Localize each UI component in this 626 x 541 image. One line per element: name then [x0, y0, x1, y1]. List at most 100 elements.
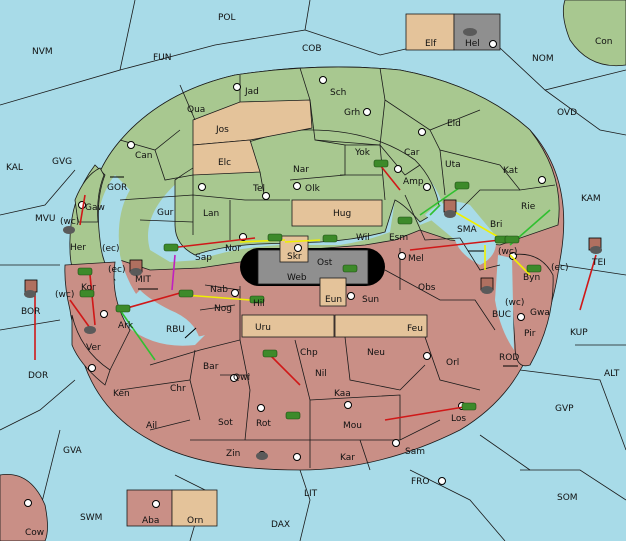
- label-nar: Nar: [293, 165, 309, 175]
- label-ken: Ken: [113, 389, 130, 399]
- label-coast-ec2: (ec): [108, 265, 126, 275]
- label-nvm: NVM: [32, 47, 53, 57]
- label-kaa: Kaa: [334, 389, 351, 399]
- label-coast-wc4: (wc): [505, 298, 524, 308]
- region-ver[interactable]: [71, 314, 111, 386]
- label-pol: POL: [218, 13, 236, 23]
- label-kal: KAL: [6, 163, 23, 173]
- label-yok: Yok: [354, 148, 371, 158]
- label-web: Web: [287, 273, 307, 283]
- label-feu: Feu: [407, 324, 423, 334]
- label-fro: FRO: [411, 477, 430, 487]
- region-uru[interactable]: [241, 314, 335, 338]
- label-bri: Bri: [490, 220, 502, 230]
- label-wil: Wil: [356, 233, 370, 243]
- label-mvu: MVU: [35, 214, 56, 224]
- label-ail: Ail: [146, 421, 157, 431]
- label-hel: Hel: [465, 39, 480, 49]
- sma-channel: [425, 201, 496, 265]
- label-con: Con: [595, 37, 613, 47]
- label-gvg: GVG: [52, 157, 72, 167]
- region-labels: POL FUN NVM COB NOM Con Elf Hel OVD KAL …: [6, 13, 620, 538]
- label-bar: Bar: [203, 362, 219, 372]
- label-elf: Elf: [425, 39, 437, 49]
- label-som: SOM: [557, 493, 578, 503]
- label-gor: GOR: [107, 183, 127, 193]
- label-mel: Mel: [408, 254, 424, 264]
- label-coast-ec3: (ec): [551, 263, 569, 273]
- label-uta: Uta: [445, 160, 461, 170]
- label-dor: DOR: [28, 371, 48, 381]
- label-chr: Chr: [170, 384, 186, 394]
- label-buc: BUC: [492, 310, 511, 320]
- east-channel: [495, 255, 514, 350]
- label-bor: BOR: [21, 307, 40, 317]
- label-ost: Ost: [317, 258, 333, 268]
- label-sma: SMA: [457, 225, 477, 235]
- region-con[interactable]: [562, 0, 626, 67]
- label-olk: Olk: [305, 184, 321, 194]
- label-coast-ec1: (ec): [102, 244, 120, 254]
- label-rot: Rot: [256, 419, 271, 429]
- label-skr: Skr: [287, 252, 302, 262]
- label-sap: Sap: [195, 253, 212, 263]
- label-sch: Sch: [330, 88, 346, 98]
- label-fun: FUN: [153, 53, 172, 63]
- label-elc: Elc: [218, 158, 231, 168]
- region-aba[interactable]: [126, 489, 173, 527]
- label-kat: Kat: [503, 166, 518, 176]
- label-neu: Neu: [367, 348, 385, 358]
- label-amp: Amp: [403, 177, 424, 187]
- label-nom: NOM: [532, 54, 554, 64]
- label-cow: Cow: [25, 528, 44, 538]
- label-sot: Sot: [218, 418, 233, 428]
- region-cow[interactable]: [0, 473, 48, 541]
- label-qua: Qua: [187, 105, 205, 115]
- label-aba: Aba: [142, 516, 159, 526]
- label-hug: Hug: [333, 209, 351, 219]
- label-coast-wc3: (wc): [498, 247, 517, 257]
- label-dax: DAX: [271, 520, 290, 530]
- label-lan: Lan: [203, 209, 219, 219]
- label-hil: Hil: [253, 299, 265, 309]
- region-orn[interactable]: [171, 489, 218, 527]
- units: [24, 28, 602, 460]
- label-ark: Ark: [118, 321, 134, 331]
- region-eun[interactable]: [319, 277, 347, 307]
- label-chp: Chp: [300, 348, 318, 358]
- label-kor: Kor: [81, 283, 96, 293]
- label-rod: ROD: [499, 353, 519, 363]
- label-qwi: Qwi: [233, 373, 250, 383]
- label-nab: Nab: [210, 285, 228, 295]
- region-elf[interactable]: [405, 13, 455, 51]
- label-coast-wc2: (wc): [55, 290, 74, 300]
- label-tei: TEI: [591, 258, 606, 268]
- region-feu[interactable]: [334, 314, 428, 338]
- label-rbu: RBU: [166, 325, 185, 335]
- region-pir[interactable]: [509, 253, 554, 367]
- west-channel: [95, 175, 205, 346]
- label-kup: KUP: [570, 328, 588, 338]
- label-kar: Kar: [340, 453, 355, 463]
- label-orn: Orn: [187, 516, 203, 526]
- label-grh: Grh: [344, 108, 360, 118]
- label-mou: Mou: [343, 421, 362, 431]
- label-pir: Pir: [524, 329, 536, 339]
- label-jos: Jos: [215, 125, 229, 135]
- label-uru: Uru: [255, 323, 271, 333]
- label-obs: Obs: [418, 283, 436, 293]
- label-nil: Nil: [315, 369, 327, 379]
- region-hug[interactable]: [291, 199, 383, 227]
- label-byn: Byn: [523, 273, 540, 283]
- label-esm: Esm: [389, 233, 408, 243]
- straits: [110, 176, 518, 367]
- label-ver: Ver: [86, 343, 101, 353]
- label-eld: Eld: [447, 119, 461, 129]
- label-car: Car: [404, 148, 420, 158]
- label-zin: Zin: [226, 449, 240, 459]
- label-gur: Gur: [157, 208, 174, 218]
- label-lit: LIT: [304, 489, 318, 499]
- label-los: Los: [451, 414, 466, 424]
